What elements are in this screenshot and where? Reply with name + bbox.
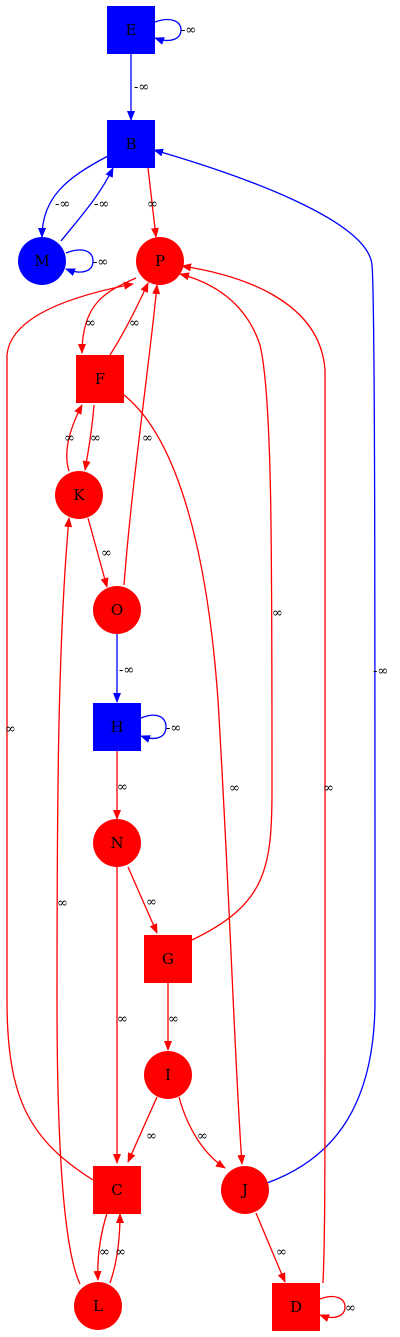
node-B: B — [107, 120, 155, 168]
edge-label-I-C: ∞ — [146, 1129, 157, 1144]
edge-L-K: ∞ — [56, 517, 81, 1285]
edge-label-G-I: ∞ — [168, 1012, 179, 1027]
edge-label-P-F: ∞ — [85, 316, 96, 331]
edge-label-O-P: ∞ — [142, 431, 153, 446]
node-label-N: N — [110, 834, 123, 852]
edge-L-C: ∞ — [109, 1213, 126, 1284]
edge-label-J-D: ∞ — [276, 1245, 287, 1260]
edge-F-P: ∞ — [109, 282, 149, 356]
edge-label-C-P: ∞ — [5, 722, 16, 737]
node-label-F: F — [95, 370, 105, 388]
node-label-B: B — [125, 135, 136, 153]
edge-C-L: ∞ — [93, 1212, 110, 1281]
edge-O-H: -∞ — [113, 634, 134, 703]
edge-label-F-K: ∞ — [90, 431, 101, 446]
edge-label-L-C: ∞ — [115, 1245, 126, 1260]
edge-D-P: ∞ — [181, 263, 334, 1284]
edge-C-P: ∞ — [5, 281, 134, 1181]
node-G: G — [144, 935, 192, 983]
node-label-H: H — [110, 718, 123, 736]
node-F: F — [76, 355, 124, 403]
node-L: L — [74, 1282, 122, 1330]
node-label-D: D — [290, 1298, 302, 1316]
node-label-K: K — [73, 486, 85, 504]
node-label-C: C — [111, 1181, 122, 1199]
edge-E-E: -∞ — [154, 18, 196, 45]
node-J: J — [221, 1166, 269, 1214]
edge-G-I: ∞ — [164, 983, 179, 1051]
edge-label-F-J: ∞ — [229, 781, 240, 796]
node-P: P — [136, 237, 184, 285]
edge-J-D: ∞ — [255, 1212, 287, 1283]
edge-B-M: -∞ — [38, 155, 109, 238]
edge-label-H-N: ∞ — [117, 780, 128, 795]
edge-F-K: ∞ — [82, 404, 101, 471]
edge-H-N: ∞ — [113, 751, 128, 820]
edge-E-B: -∞ — [127, 54, 149, 121]
edge-label-I-J: ∞ — [197, 1129, 208, 1144]
node-label-P: P — [155, 252, 165, 270]
edge-F-J: ∞ — [123, 394, 246, 1165]
edge-I-J: ∞ — [178, 1096, 226, 1169]
edge-label-G-P: ∞ — [272, 606, 283, 621]
node-O: O — [93, 586, 141, 634]
edge-label-J-B: -∞ — [373, 664, 388, 679]
node-N: N — [93, 819, 141, 867]
edge-M-B: -∞ — [60, 167, 114, 242]
edge-label-H-H: -∞ — [166, 721, 181, 736]
edge-label-O-H: -∞ — [119, 663, 134, 678]
node-M: M — [18, 237, 66, 285]
node-label-G: G — [162, 950, 174, 968]
edge-K-F: ∞ — [64, 404, 83, 472]
node-label-J: J — [240, 1181, 248, 1199]
node-label-I: I — [165, 1066, 171, 1084]
node-H: H — [93, 703, 141, 751]
edge-G-P: ∞ — [179, 272, 283, 941]
edge-K-O: ∞ — [87, 517, 112, 588]
node-label-M: M — [34, 252, 49, 270]
edge-N-G: ∞ — [127, 866, 158, 934]
edge-N-C: ∞ — [113, 867, 128, 1164]
edge-label-M-B: -∞ — [94, 197, 109, 212]
edge-M-M: -∞ — [65, 249, 108, 276]
node-C: C — [93, 1166, 141, 1214]
node-label-E: E — [126, 21, 137, 39]
node-label-L: L — [93, 1297, 103, 1315]
node-label-O: O — [111, 601, 123, 619]
edge-O-P: ∞ — [123, 284, 161, 586]
node-K: K — [55, 471, 103, 519]
edge-label-E-E: -∞ — [181, 23, 196, 38]
edge-label-F-P: ∞ — [129, 316, 140, 331]
edge-label-N-C: ∞ — [117, 1012, 128, 1027]
edge-label-D-D: ∞ — [345, 1301, 356, 1316]
edge-I-C: ∞ — [127, 1096, 158, 1163]
edge-D-D: ∞ — [319, 1295, 356, 1322]
edge-label-M-M: -∞ — [93, 255, 108, 270]
node-I: I — [144, 1051, 192, 1099]
edge-H-H: -∞ — [140, 714, 181, 743]
edge-label-C-L: ∞ — [99, 1245, 110, 1260]
edge-label-D-P: ∞ — [323, 781, 334, 796]
edge-label-K-F: ∞ — [64, 431, 75, 446]
node-E: E — [107, 6, 155, 54]
edge-label-B-P: ∞ — [147, 197, 158, 212]
edge-label-K-O: ∞ — [101, 546, 112, 561]
edge-label-N-G: ∞ — [146, 895, 157, 910]
edge-label-E-B: -∞ — [134, 80, 149, 95]
edge-J-B: -∞ — [153, 148, 388, 1184]
edge-B-P: ∞ — [147, 167, 159, 238]
edge-label-B-M: -∞ — [55, 197, 70, 212]
edge-label-L-K: ∞ — [57, 896, 68, 911]
node-D: D — [272, 1283, 320, 1331]
